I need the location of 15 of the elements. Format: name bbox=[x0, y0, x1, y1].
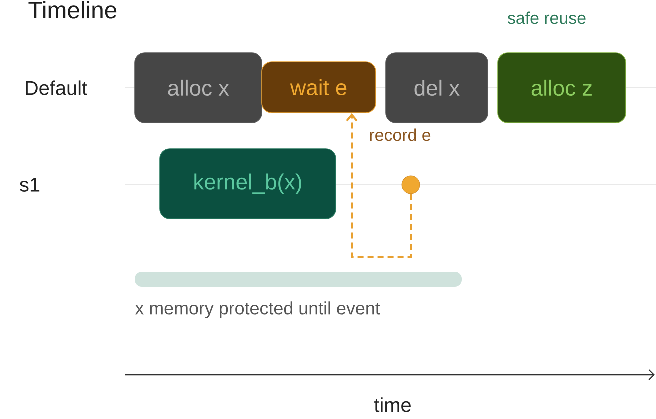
title: Timeline bbox=[28, 1, 117, 19]
node-label: x memory protected until event bbox=[135, 302, 380, 318]
edge-label: record e bbox=[368, 128, 432, 142]
step-box: del x bbox=[386, 52, 488, 124]
step-box: alloc z bbox=[498, 52, 626, 124]
step-box: kernel_b(x) bbox=[160, 148, 336, 220]
protection-bar bbox=[135, 272, 462, 287]
lane-label: s1 bbox=[20, 178, 40, 192]
step-box: alloc x bbox=[134, 52, 262, 124]
lane-label: Default bbox=[26, 80, 88, 96]
axis-label: time bbox=[374, 398, 411, 412]
arrow bbox=[346, 113, 412, 258]
step-box: wait e bbox=[262, 62, 376, 114]
annotation: safe reuse bbox=[508, 12, 586, 24]
event-dot bbox=[402, 176, 420, 194]
